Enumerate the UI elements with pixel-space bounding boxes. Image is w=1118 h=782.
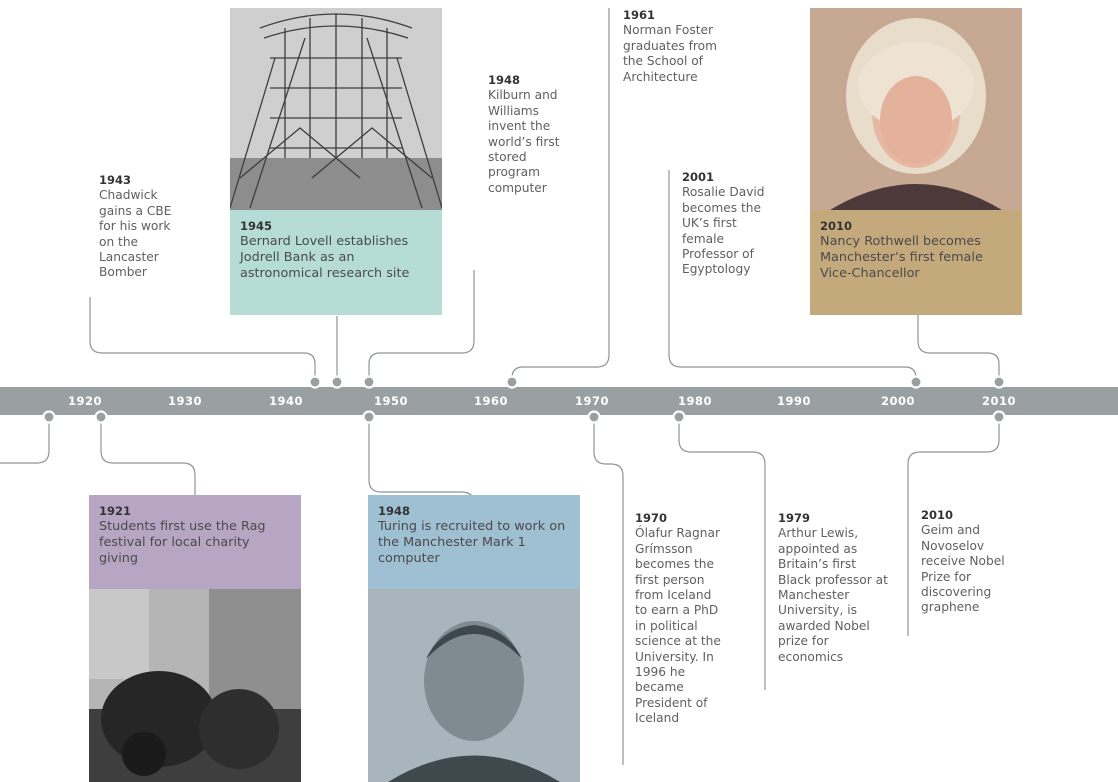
turing-portrait: [368, 589, 580, 782]
event-2001: 2001 Rosalie David becomes the UK’s firs…: [682, 170, 776, 278]
event-text: Rosalie David becomes the UK’s first fem…: [682, 185, 765, 277]
event-text: Geim and Novoselov receive Nobel Prize f…: [921, 523, 1005, 615]
marker-1948-top: [362, 375, 376, 389]
event-2010-graphene: 2010 Geim and Novoselov receive Nobel Pr…: [921, 508, 1029, 616]
marker-1979: [672, 410, 686, 424]
event-text: Ólafur Ragnar Grímsson becomes the first…: [635, 526, 721, 726]
tick-1960: 1960: [474, 394, 509, 408]
event-year: 2010: [921, 508, 954, 522]
tick-1920: 1920: [68, 394, 103, 408]
jodrell-bank-photo: [230, 8, 442, 210]
marker-1948-bottom: [362, 410, 376, 424]
event-1921: 1921 Students first use the Rag festival…: [89, 495, 301, 589]
tick-2000: 2000: [881, 394, 916, 408]
marker-1970: [587, 410, 601, 424]
event-year: 1979: [778, 511, 811, 525]
event-1979: 1979 Arthur Lewis, appointed as Britain’…: [778, 511, 890, 665]
event-text: Students first use the Rag festival for …: [99, 519, 266, 566]
event-year: 1945: [240, 219, 273, 233]
event-1948-turing: 1948 Turing is recruited to work on the …: [368, 495, 580, 589]
event-1945: 1945 Bernard Lovell establishes Jodrell …: [230, 210, 442, 315]
marker-1961: [505, 375, 519, 389]
event-year: 2001: [682, 170, 715, 184]
marker-left: [42, 410, 56, 424]
timeline-band: [0, 387, 1118, 415]
event-text: Kilburn and Williams invent the world’s …: [488, 88, 560, 195]
event-text: Turing is recruited to work on the Manch…: [378, 519, 566, 566]
event-year: 1948: [378, 504, 411, 518]
event-year: 2010: [820, 219, 853, 233]
event-text: Nancy Rothwell becomes Manchester’s firs…: [820, 234, 983, 281]
rag-festival-photo: [89, 589, 301, 782]
nancy-rothwell-portrait: [810, 8, 1022, 210]
marker-1921: [94, 410, 108, 424]
event-year: 1921: [99, 504, 132, 518]
event-year: 1943: [99, 173, 132, 187]
tick-1970: 1970: [575, 394, 610, 408]
event-1961: 1961 Norman Foster graduates from the Sc…: [623, 8, 719, 85]
event-text: Norman Foster graduates from the School …: [623, 23, 718, 84]
marker-2010-top: [992, 375, 1006, 389]
tick-1930: 1930: [168, 394, 203, 408]
event-1948-stored-program: 1948 Kilburn and Williams invent the wor…: [488, 73, 570, 196]
event-1943: 1943 Chadwick gains a CBE for his work o…: [99, 173, 177, 281]
tick-1950: 1950: [374, 394, 409, 408]
tick-2010: 2010: [982, 394, 1017, 408]
marker-2001: [909, 375, 923, 389]
event-1970: 1970 Ólafur Ragnar Grímsson becomes the …: [635, 511, 721, 727]
marker-1945: [330, 375, 344, 389]
tick-1940: 1940: [269, 394, 304, 408]
event-2010-vice-chancellor: 2010 Nancy Rothwell becomes Manchester’s…: [810, 210, 1022, 315]
tick-1980: 1980: [678, 394, 713, 408]
tick-1990: 1990: [777, 394, 812, 408]
marker-2010-bottom: [992, 410, 1006, 424]
event-text: Arthur Lewis, appointed as Britain’s fir…: [778, 526, 888, 664]
event-year: 1961: [623, 8, 656, 22]
event-text: Bernard Lovell establishes Jodrell Bank …: [240, 234, 410, 281]
marker-1943: [308, 375, 322, 389]
event-year: 1970: [635, 511, 668, 525]
event-text: Chadwick gains a CBE for his work on the…: [99, 188, 172, 280]
event-year: 1948: [488, 73, 521, 87]
